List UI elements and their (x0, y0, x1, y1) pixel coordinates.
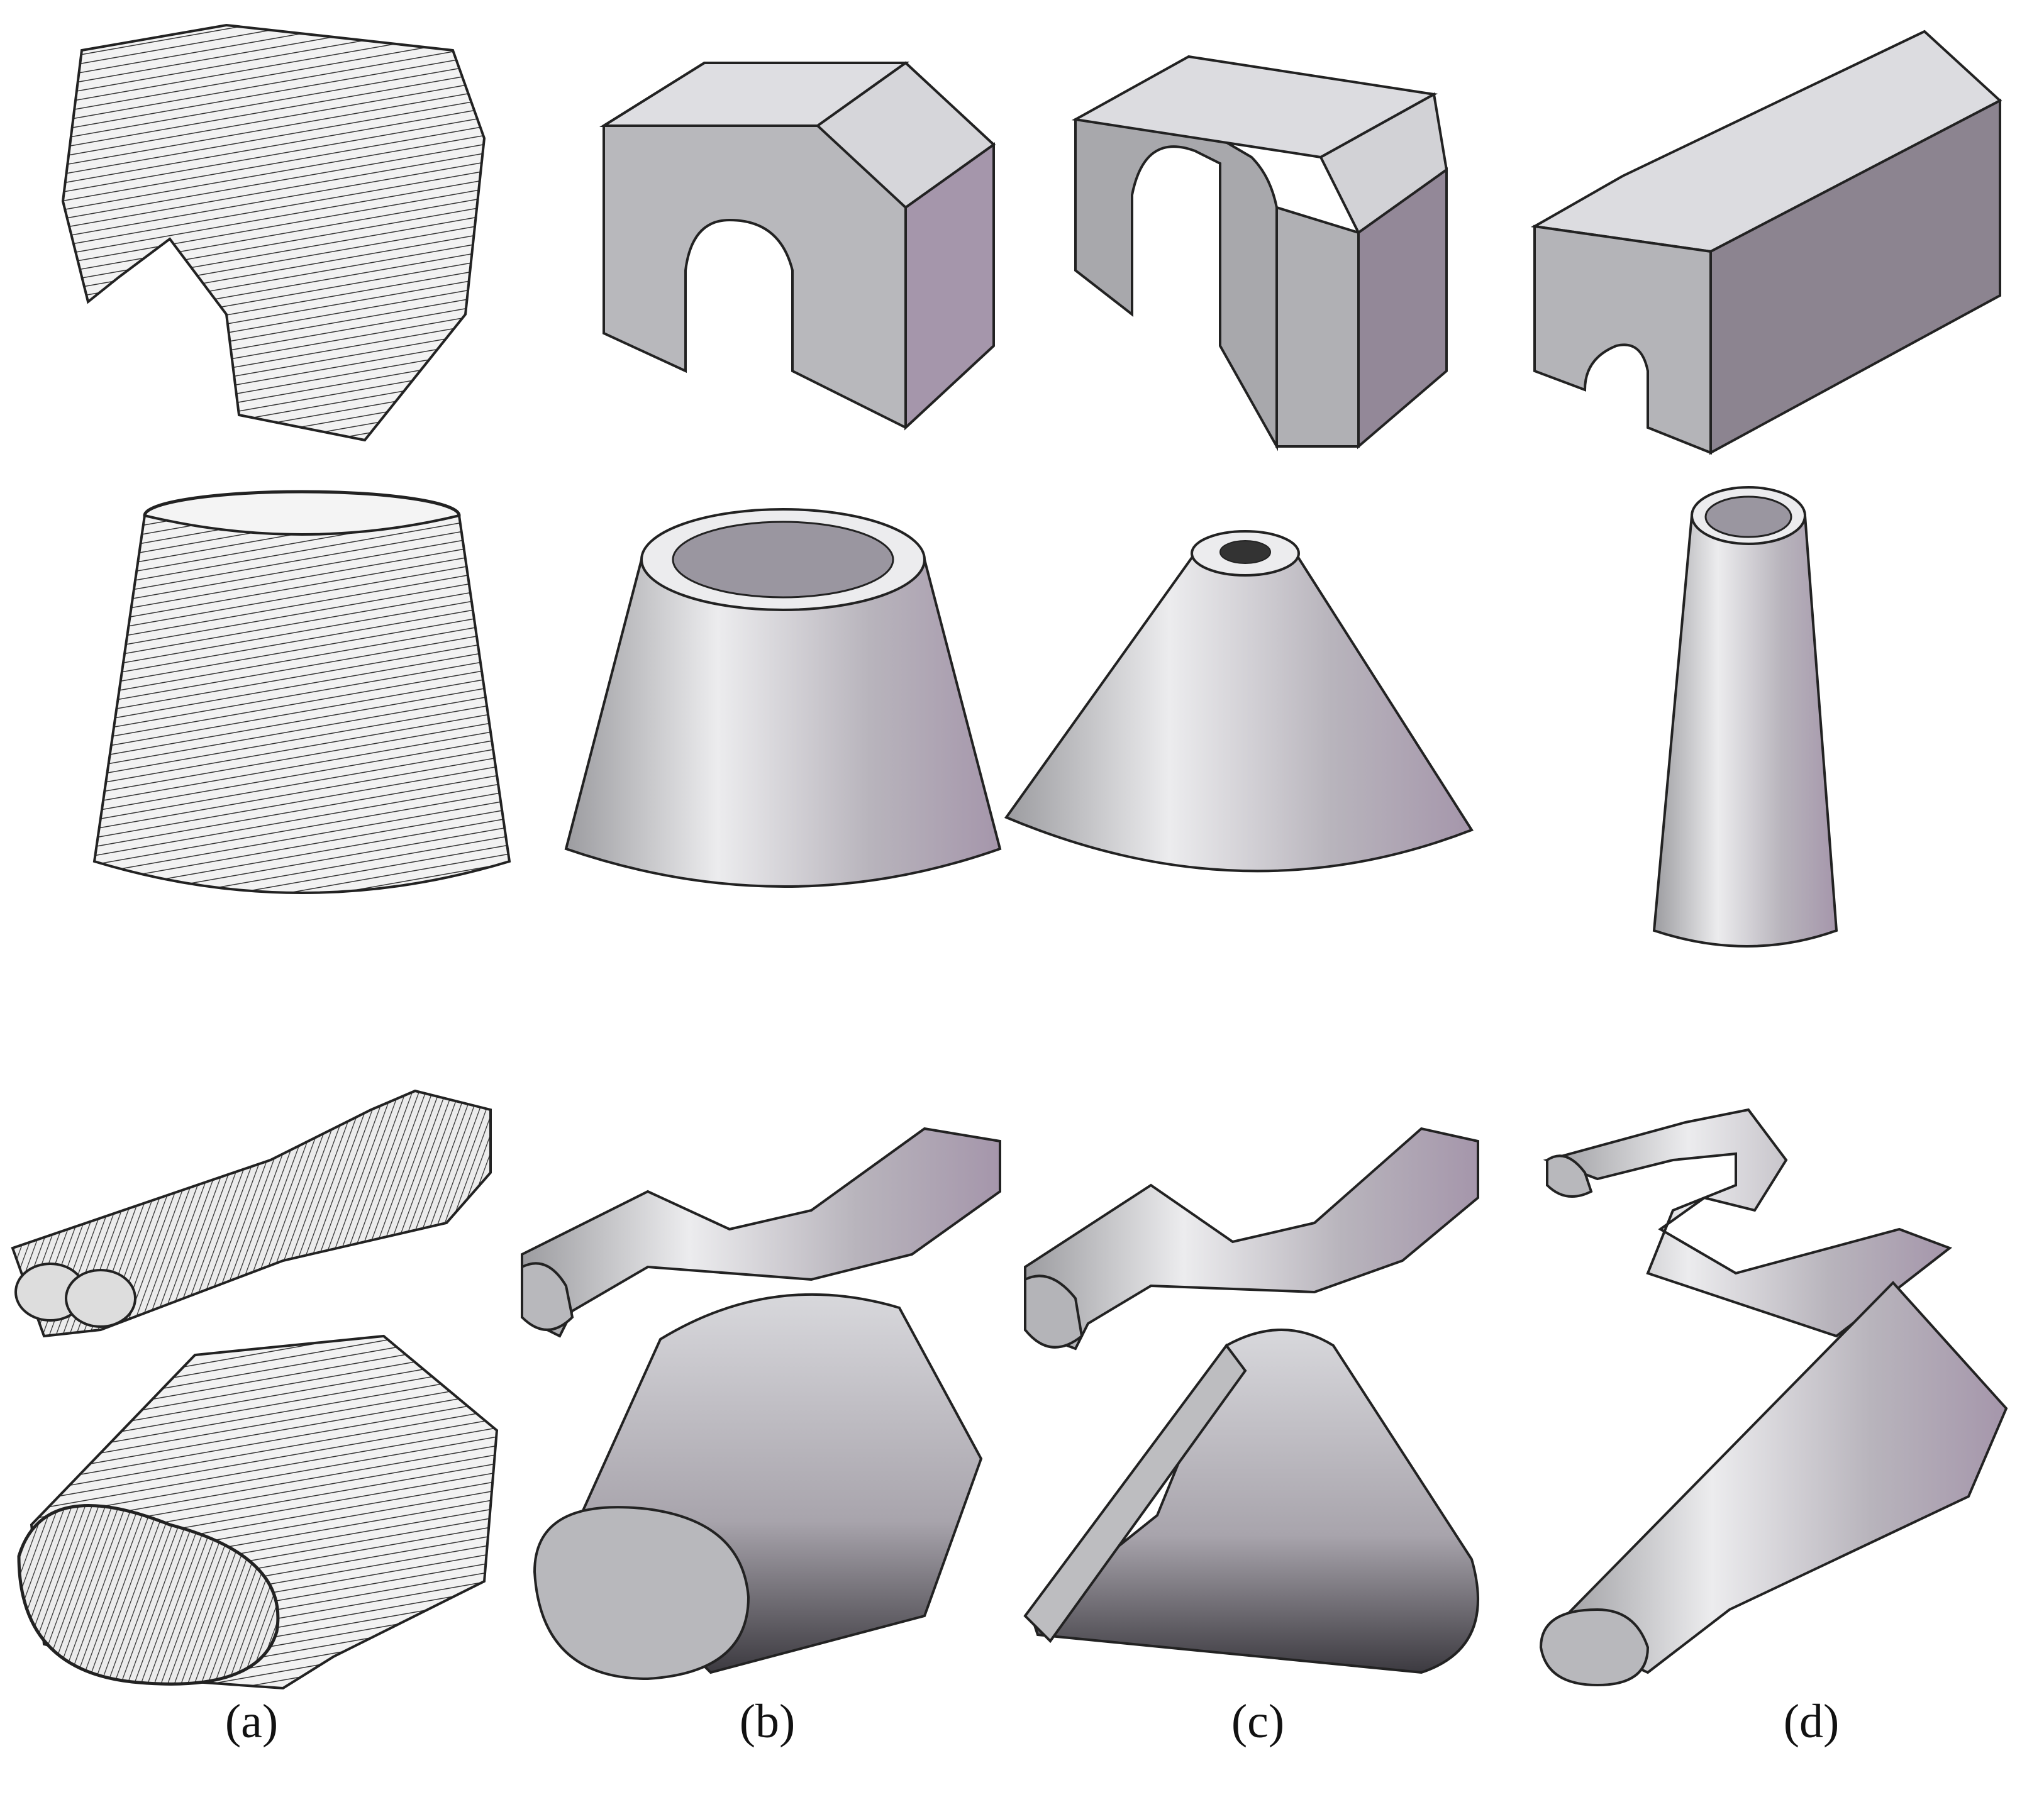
solid-bend-d (1543, 1000, 2025, 1434)
solid-loft-c (1019, 1270, 1497, 1704)
solid-arch-b (541, 19, 1019, 453)
solid-prism-d (1522, 19, 2002, 455)
caption-b: (b) (739, 1695, 796, 1748)
solid-loft-b (533, 1270, 1013, 1704)
solid-bend-c (1024, 1019, 1503, 1452)
solid-frustum-d (1604, 478, 2044, 948)
mesh-frustum-wireframe (69, 484, 547, 918)
mesh-loft-wireframe (6, 1289, 499, 1723)
mesh-arch-wireframe (13, 13, 491, 446)
solid-loft-d (1539, 1270, 2019, 1704)
solid-bend-b (521, 1019, 1001, 1452)
solid-frustum-b (547, 497, 1025, 931)
mesh-bend-wireframe (6, 1000, 492, 1434)
solid-arch-c (1044, 19, 1522, 453)
caption-c: (c) (1231, 1695, 1285, 1748)
solid-cone-c (1004, 516, 1484, 949)
caption-d: (d) (1783, 1695, 1840, 1748)
caption-a: (a) (225, 1695, 279, 1748)
